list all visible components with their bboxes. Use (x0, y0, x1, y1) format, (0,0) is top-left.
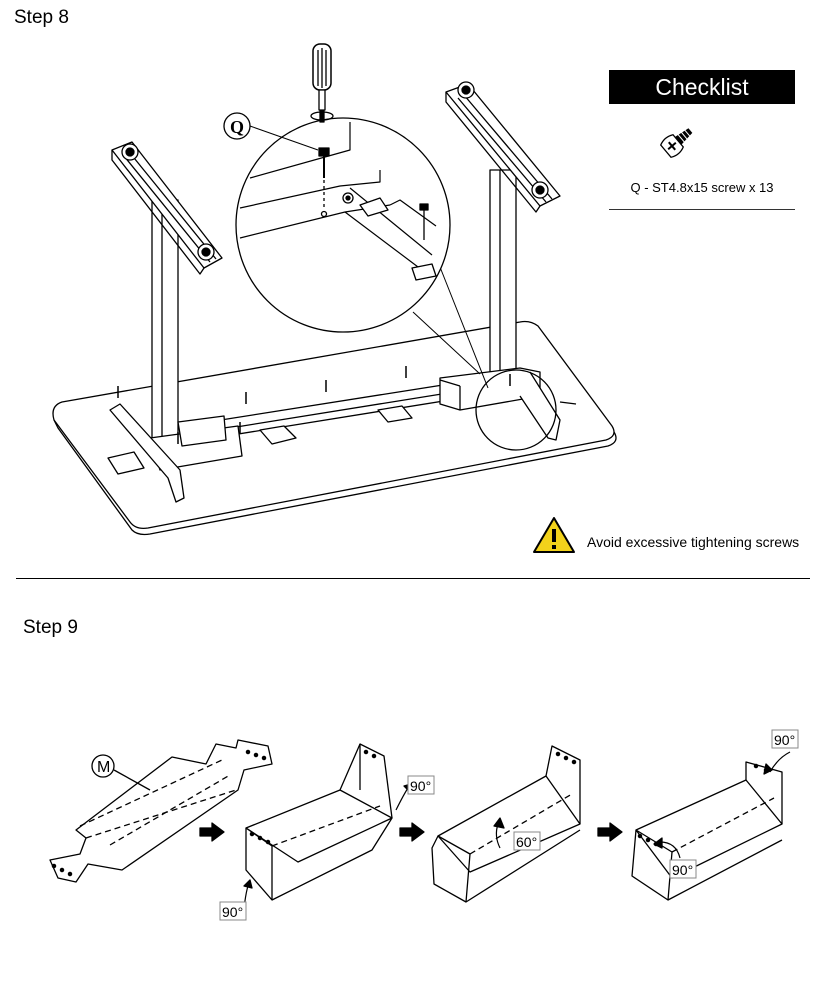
arrow-right-icon (399, 822, 425, 842)
fold-angle-label: 90° (672, 862, 693, 878)
fold-angle-label: 90° (222, 904, 243, 920)
warning-triangle-icon (533, 517, 575, 553)
checklist-item: Q - ST4.8x15 screw x 13 (630, 180, 774, 195)
left-leg-drawing (107, 141, 243, 503)
arrow-right-icon (199, 822, 225, 842)
screwdriver-drawing (310, 43, 334, 123)
checklist-header: Checklist (609, 70, 795, 104)
panel-flat-drawing (49, 739, 273, 883)
step-8-title: Step 8 (14, 7, 69, 28)
fold-angle-labels: 90° 90° 60° 90° 90° (219, 729, 799, 921)
fold-angle-label: 60° (516, 834, 537, 850)
panel-fold-stage-2 (243, 743, 412, 909)
step-9-title: Step 9 (23, 617, 78, 638)
checklist-underline (609, 209, 795, 210)
magnified-detail (223, 112, 451, 333)
tabletop-screws (117, 366, 511, 444)
detail-circle-small (475, 369, 557, 451)
warning-text: Avoid excessive tightening screws (587, 534, 800, 550)
right-leg-drawing (439, 81, 577, 441)
arrow-right-icon (597, 822, 623, 842)
fold-angle-label: 90° (774, 732, 795, 748)
fold-angle-label: 90° (410, 778, 431, 794)
panel-fold-stage-4 (631, 751, 791, 901)
part-m-label: M (97, 759, 110, 776)
screw-icon (659, 128, 693, 158)
section-divider (16, 578, 810, 579)
panel-fold-stage-3 (431, 745, 581, 903)
step-9-illustration (49, 739, 791, 909)
callout-q-label: Q (230, 117, 244, 137)
mounting-plates (259, 405, 413, 445)
